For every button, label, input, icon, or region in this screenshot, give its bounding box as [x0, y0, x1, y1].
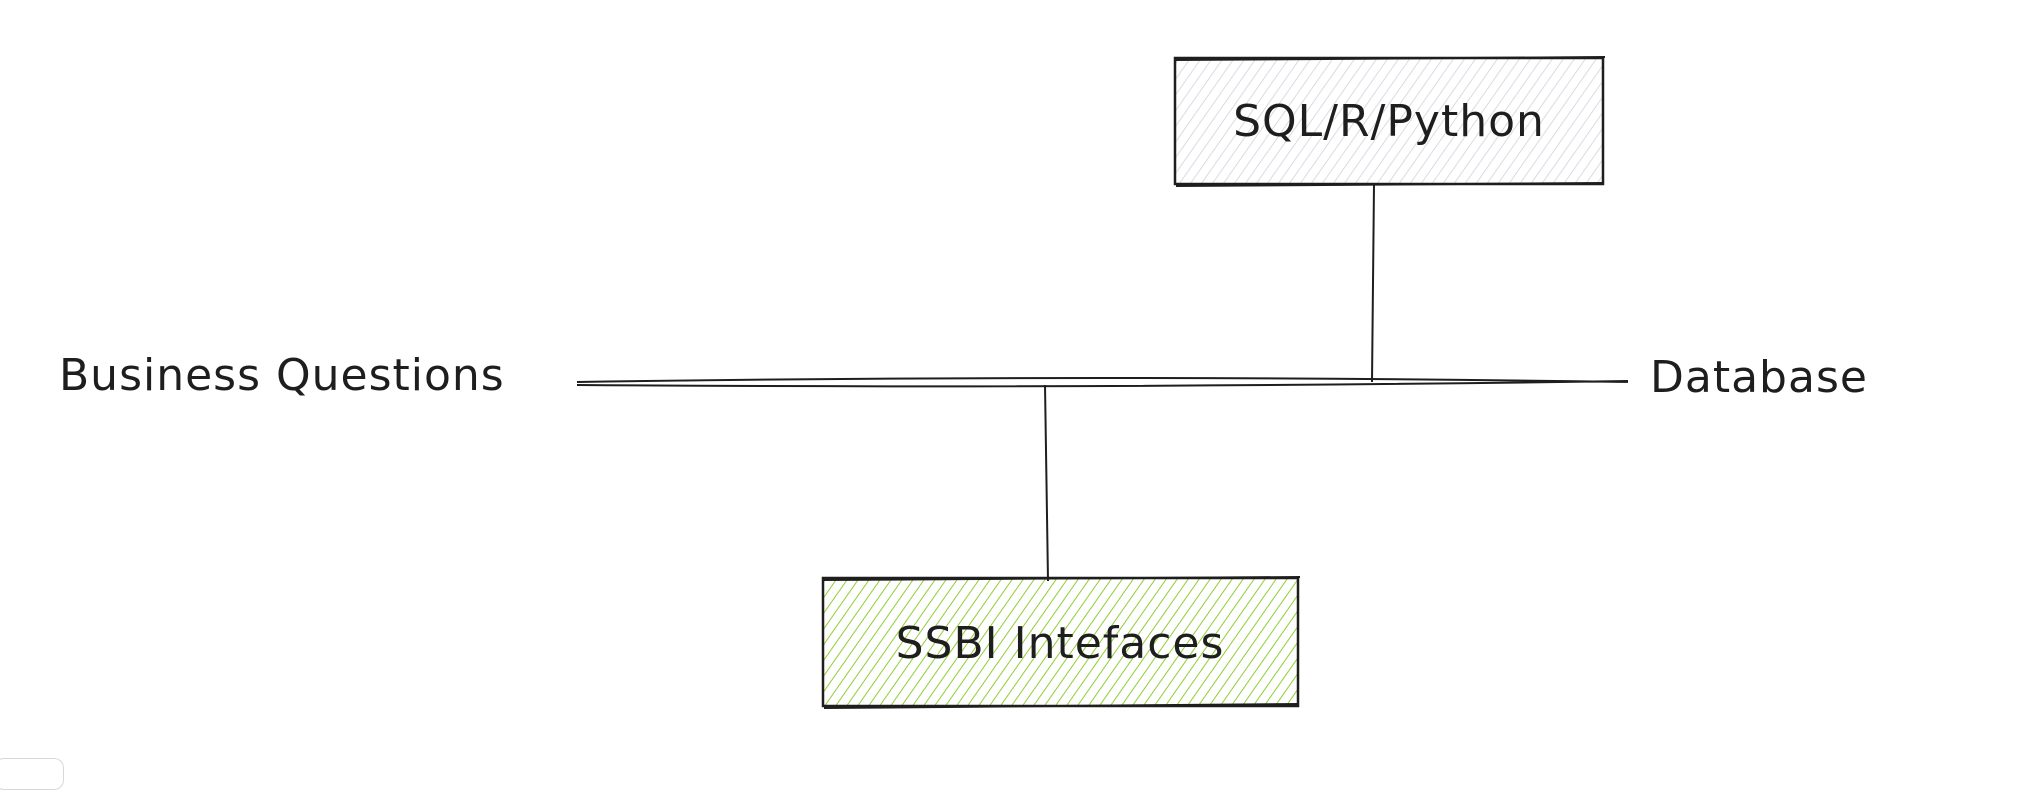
- corner-control[interactable]: [0, 758, 64, 790]
- connector-sql: [1371, 183, 1375, 383]
- ssbi-box: [821, 576, 1300, 708]
- connector-ssbi: [1044, 384, 1049, 582]
- diagram-canvas: SQL/R/Python SSBI Intefaces Business Que…: [59, 56, 1868, 709]
- sql-label: SQL/R/Python: [1233, 96, 1545, 147]
- horizontal-axis-line: [576, 377, 1629, 388]
- sql-r-python-node[interactable]: SQL/R/Python: [1173, 56, 1606, 187]
- business-questions-label: Business Questions: [59, 350, 505, 401]
- database-label: Database: [1650, 352, 1868, 403]
- ssbi-label: SSBI Intefaces: [896, 618, 1225, 669]
- sql-box: [1173, 56, 1605, 186]
- connectors: [576, 183, 1629, 582]
- ssbi-interfaces-node[interactable]: SSBI Intefaces: [821, 576, 1301, 709]
